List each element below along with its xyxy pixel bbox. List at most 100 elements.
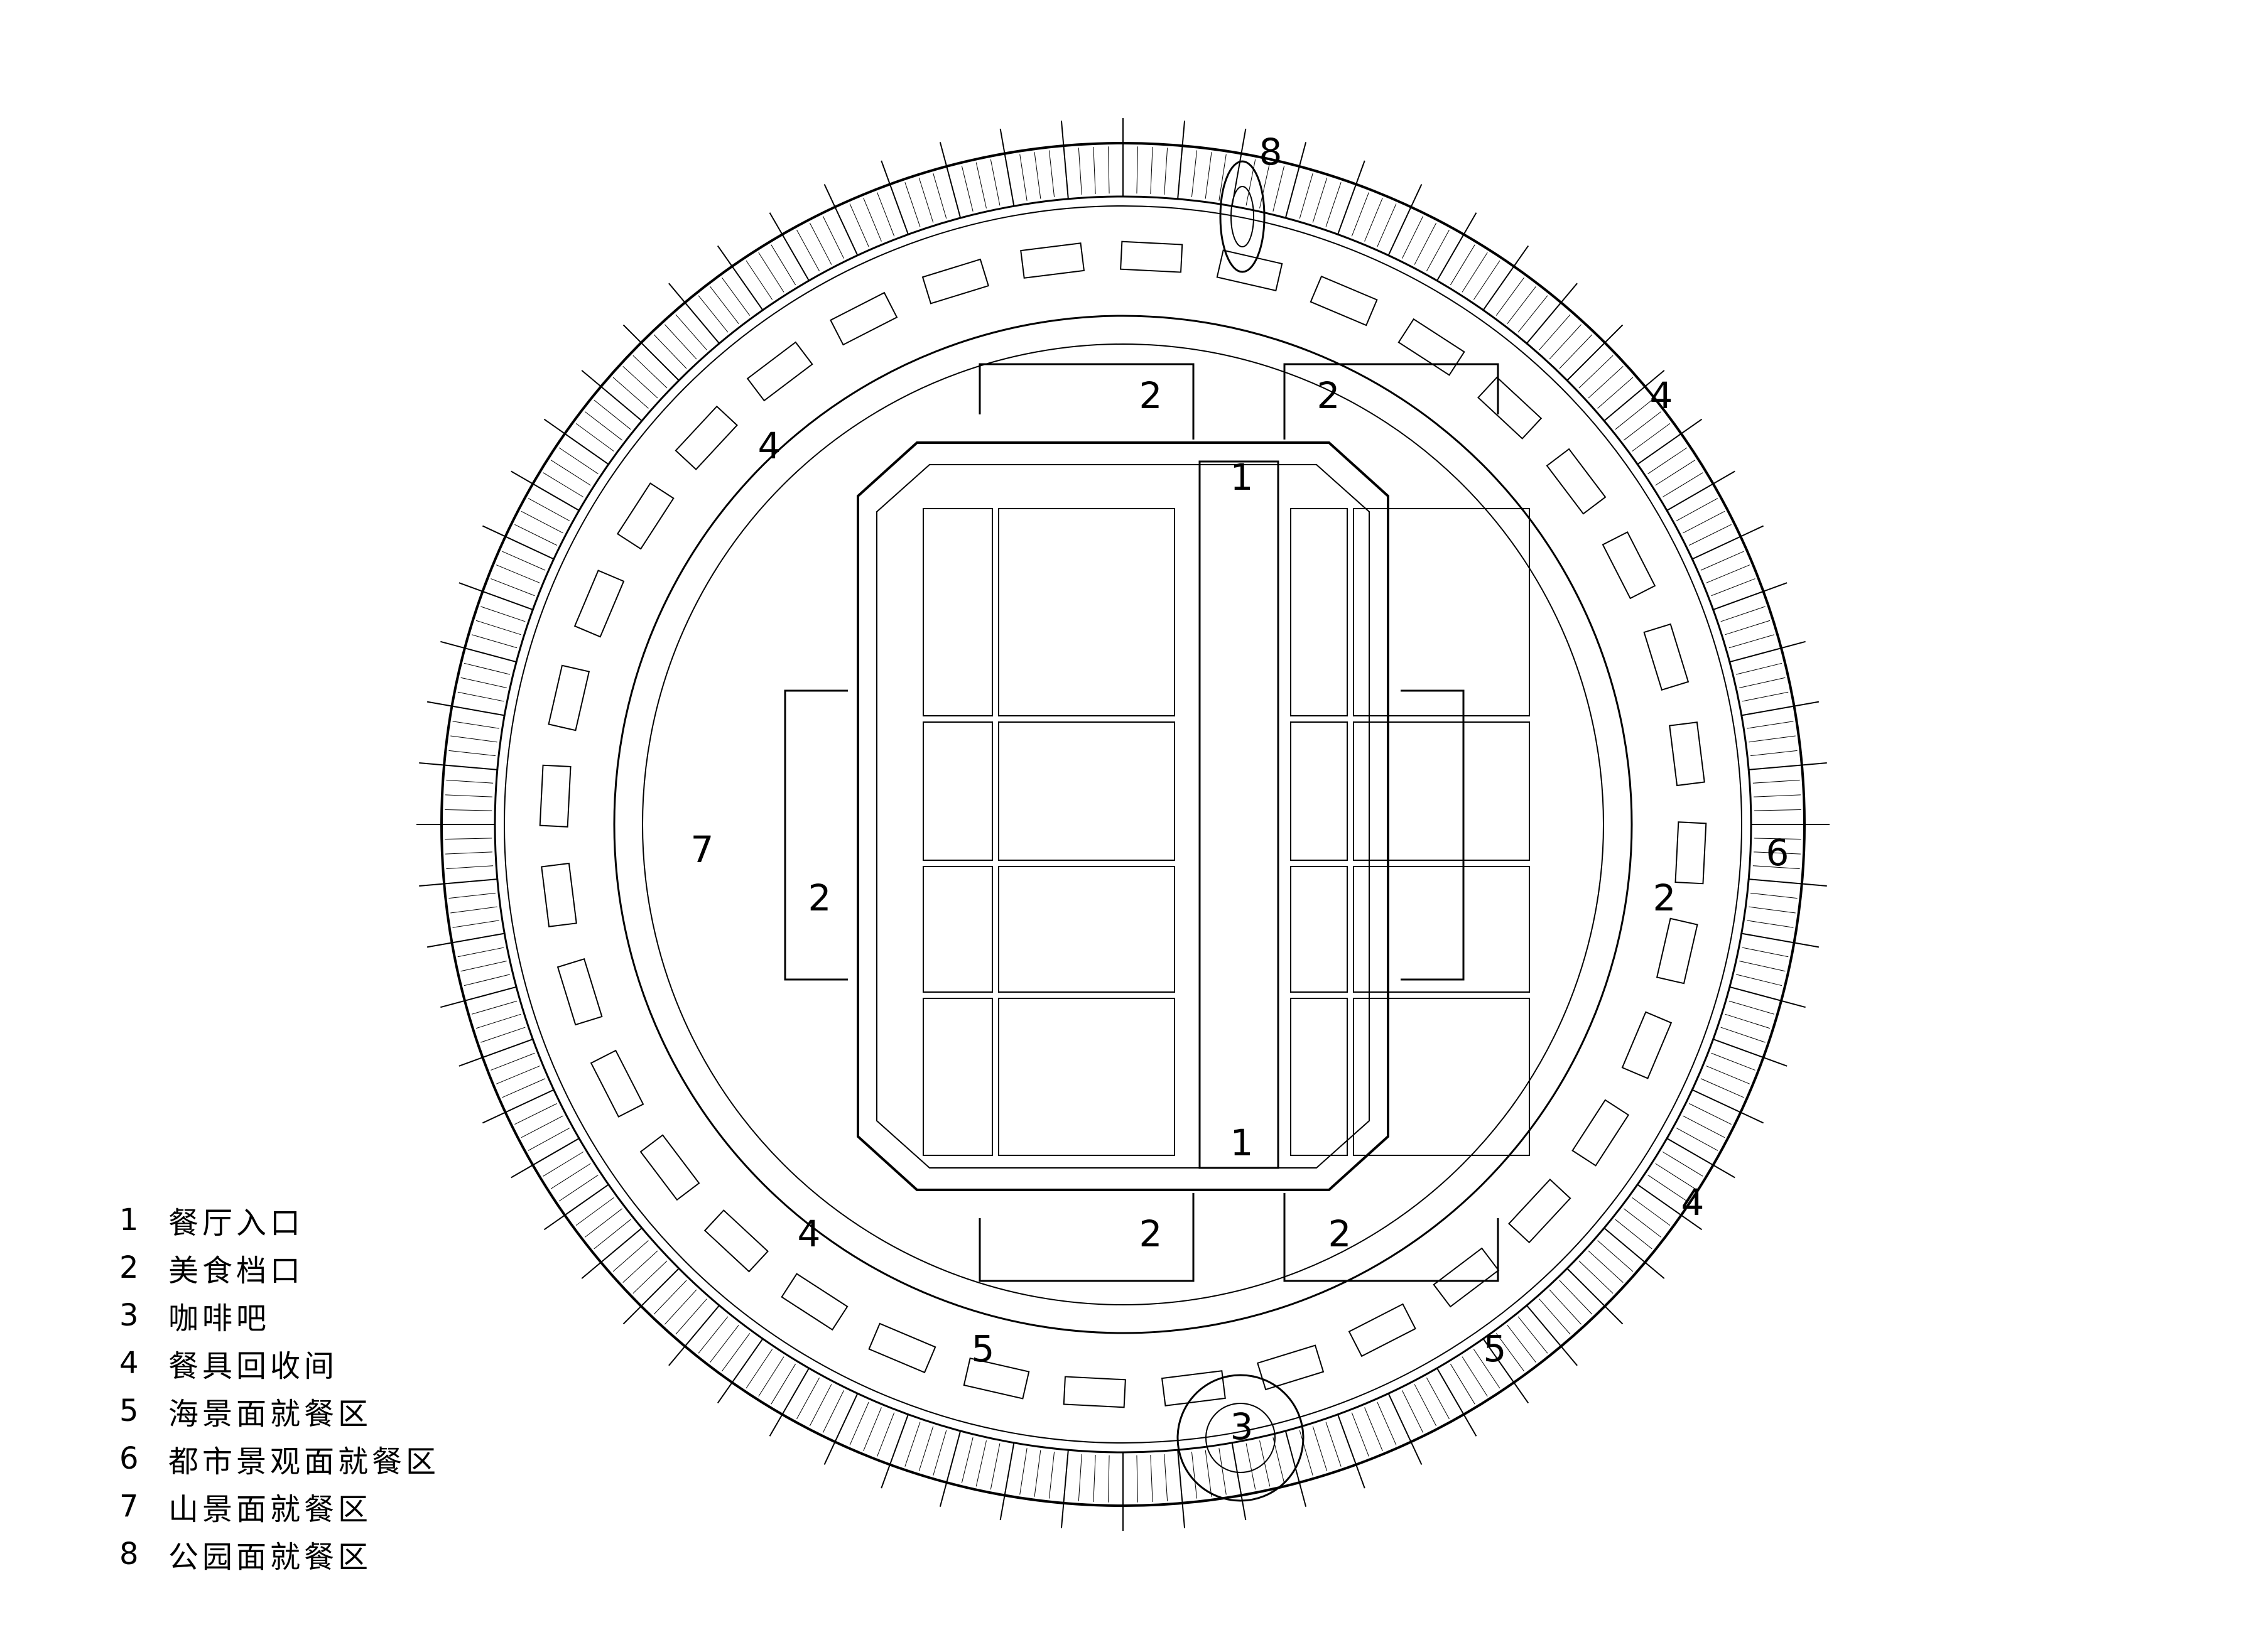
- facade-fin: [622, 1268, 680, 1325]
- facade-panel-line: [1351, 192, 1369, 237]
- facade-panel-line: [475, 620, 521, 635]
- dining-table: [1602, 531, 1656, 600]
- facade-panel-line: [1597, 377, 1634, 409]
- zone-marker: 5: [1484, 1327, 1507, 1370]
- dining-table: [1477, 376, 1543, 440]
- zone-marker: 2: [1139, 1212, 1163, 1255]
- facade-panel-line: [1191, 150, 1198, 198]
- facade-panel-line: [721, 1333, 751, 1372]
- core-room: [1290, 998, 1348, 1156]
- dining-table: [675, 405, 738, 470]
- legend-label: 咖啡吧: [168, 1301, 271, 1336]
- dining-table: [746, 341, 813, 402]
- facade-fin: [668, 1305, 720, 1366]
- facade-panel-line: [1351, 1412, 1369, 1457]
- facade-panel-line: [933, 173, 947, 219]
- facade-panel-line: [1700, 1078, 1744, 1098]
- dining-table: [1120, 240, 1183, 273]
- core-room: [923, 508, 993, 716]
- facade-fin: [1691, 1089, 1764, 1124]
- facade-panel-line: [1689, 524, 1732, 546]
- facade-fin: [482, 1089, 555, 1124]
- facade-panel-line: [1377, 1401, 1397, 1445]
- facade-panel-line: [1325, 182, 1342, 227]
- facade-panel-line: [1426, 229, 1450, 272]
- facade-panel-line: [1662, 472, 1703, 498]
- zone-marker: 2: [1328, 1212, 1352, 1255]
- facade-panel-line: [446, 865, 494, 870]
- facade-panel-line: [584, 1208, 622, 1238]
- facade-panel-line: [1093, 147, 1096, 194]
- facade-fin: [543, 1184, 609, 1231]
- facade-panel-line: [1078, 1454, 1082, 1501]
- park-feature-inner: [1230, 186, 1254, 247]
- facade-panel-line: [1191, 1451, 1198, 1499]
- facade-panel-line: [796, 229, 820, 272]
- facade-panel-line: [1272, 1437, 1285, 1484]
- facade-fin: [440, 640, 517, 663]
- facade-fin: [1177, 1450, 1186, 1528]
- facade-fin: [1231, 1442, 1247, 1521]
- facade-panel-line: [1752, 865, 1800, 870]
- facade-panel-line: [460, 677, 507, 688]
- facade-fin: [823, 1393, 859, 1466]
- facade-panel-line: [771, 244, 796, 286]
- facade-panel-line: [558, 1174, 599, 1202]
- park-feature-oval: [1219, 160, 1266, 273]
- facade-panel-line: [450, 906, 497, 914]
- facade-panel-line: [1655, 1163, 1696, 1189]
- facade-fin: [1060, 1450, 1069, 1528]
- facade-panel-line: [1164, 148, 1168, 195]
- facade-fin: [543, 418, 609, 465]
- dining-table: [1433, 1247, 1500, 1308]
- legend-number: 6: [119, 1441, 143, 1476]
- facade-fin: [419, 878, 497, 887]
- facade-panel-line: [1426, 1377, 1450, 1420]
- facade-panel-line: [1414, 1384, 1437, 1427]
- facade-panel-line: [653, 1280, 687, 1315]
- dining-table: [703, 1209, 769, 1273]
- facade-panel-line: [1259, 162, 1271, 208]
- facade-panel-line: [1034, 1450, 1041, 1497]
- dining-table: [639, 1134, 700, 1201]
- facade-panel-line: [1754, 851, 1801, 855]
- facade-panel-line: [445, 838, 492, 840]
- facade-panel-line: [1107, 146, 1110, 194]
- facade-panel-line: [1689, 1103, 1732, 1125]
- food-stall-bottom-right: [1283, 1193, 1499, 1282]
- dining-table: [1643, 623, 1690, 691]
- facade-panel-line: [1034, 152, 1041, 199]
- facade-fin: [1337, 1414, 1365, 1489]
- dining-table: [616, 482, 675, 550]
- zone-marker: 2: [1317, 374, 1340, 417]
- zone-marker: 1: [1230, 1121, 1254, 1164]
- facade-panel-line: [632, 1260, 668, 1294]
- facade-panel-line: [877, 192, 895, 237]
- facade-panel-line: [1559, 1280, 1593, 1315]
- facade-panel-line: [1019, 154, 1028, 201]
- facade-panel-line: [1706, 564, 1750, 583]
- facade-panel-line: [1742, 947, 1789, 958]
- food-stall-right: [1401, 689, 1465, 981]
- zone-marker: 2: [1139, 374, 1163, 417]
- facade-fin: [1729, 640, 1806, 663]
- dining-table: [1161, 1370, 1226, 1406]
- facade-panel-line: [1624, 1208, 1662, 1238]
- dining-table: [830, 291, 898, 346]
- facade-panel-line: [1754, 838, 1801, 840]
- facade-panel-line: [961, 165, 974, 212]
- facade-fin: [1060, 121, 1069, 199]
- dining-table: [541, 862, 577, 927]
- facade-panel-line: [1136, 1455, 1139, 1503]
- facade-panel-line: [1312, 177, 1328, 223]
- dining-table: [1020, 242, 1085, 279]
- core-inner-outline: [876, 464, 1370, 1169]
- facade-panel-line: [445, 809, 492, 811]
- facade-panel-line: [1739, 677, 1786, 688]
- core-room: [1290, 508, 1348, 716]
- facade-panel-line: [1578, 355, 1614, 389]
- facade-panel-line: [1728, 1000, 1774, 1015]
- core-room: [923, 721, 993, 861]
